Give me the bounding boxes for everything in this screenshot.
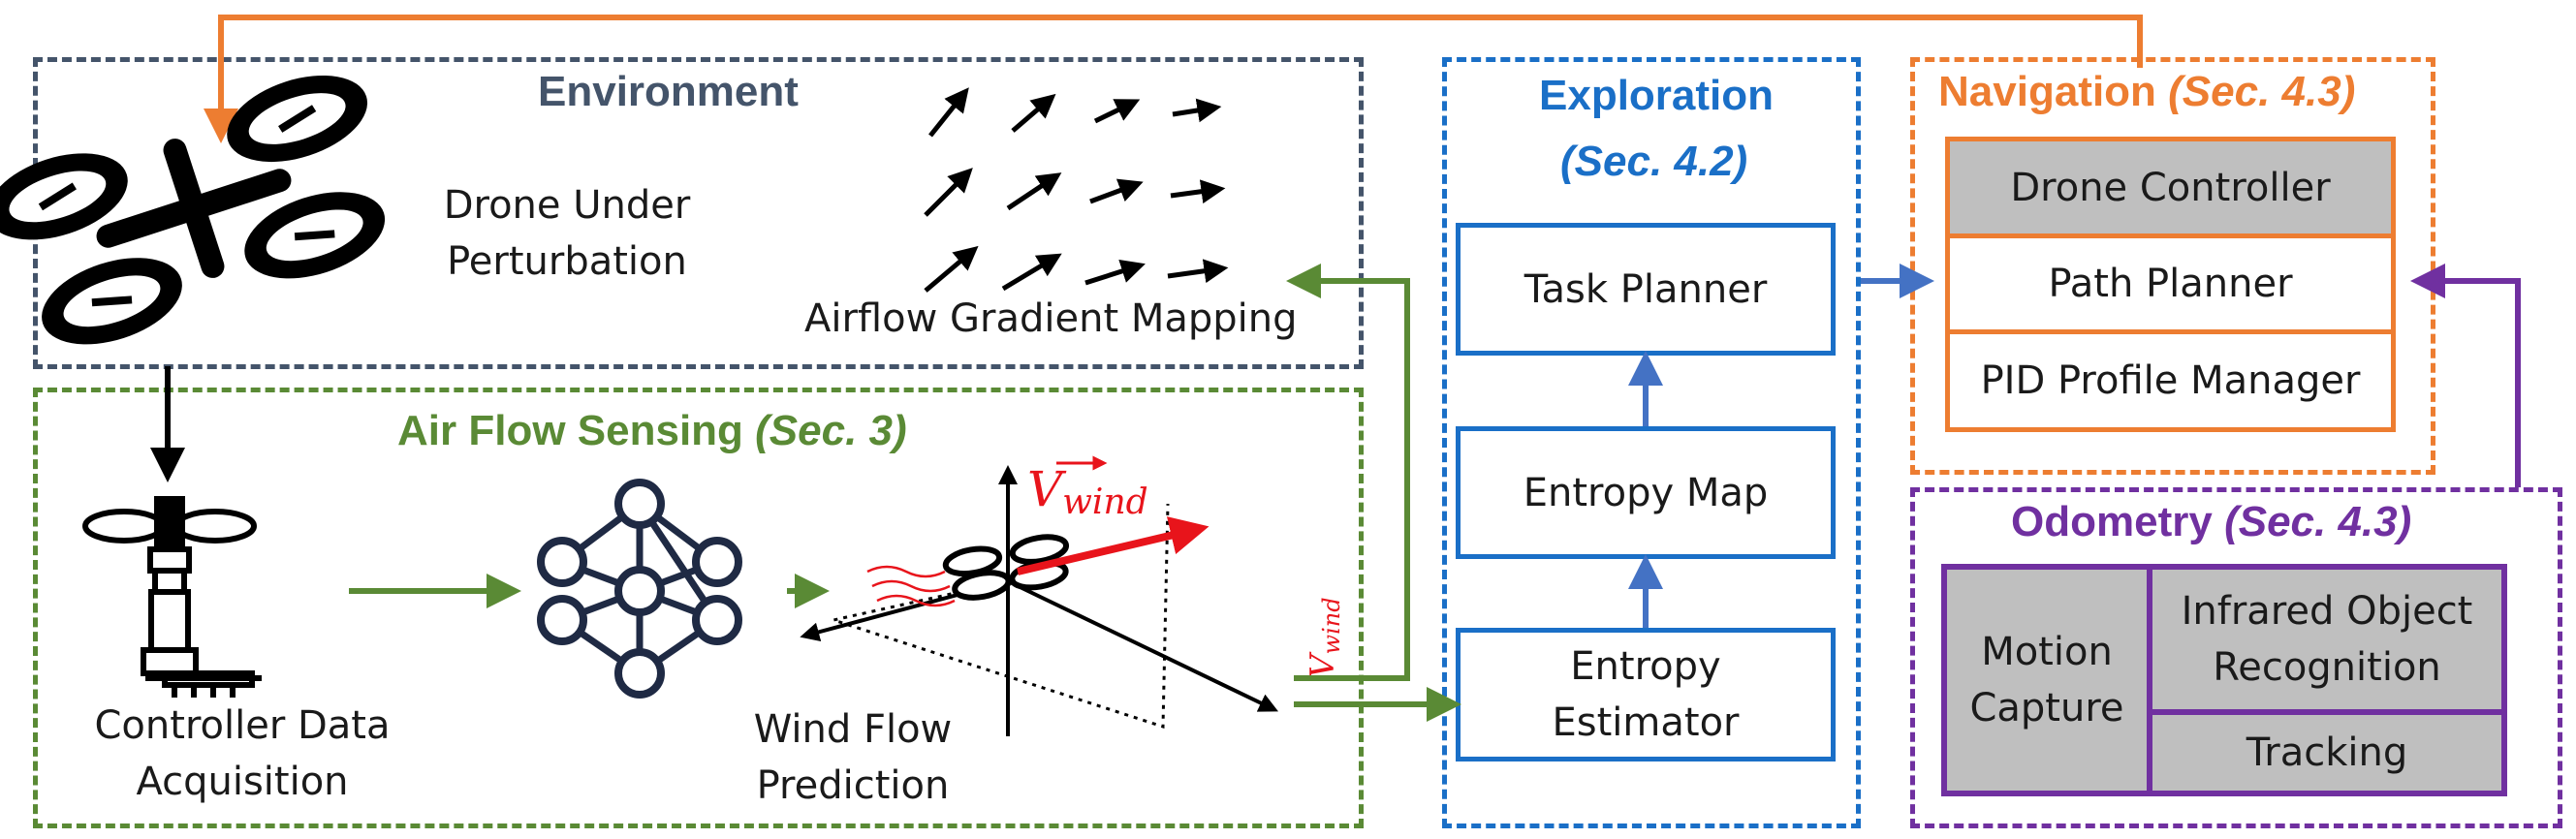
wind-flow-prediction-graphic [800,455,1279,736]
entropy-estimator-line2: Estimator [1552,700,1740,745]
infrared-line2: Recognition [2213,645,2441,690]
controller-label-line1: Controller Data [94,703,391,748]
small-drone-icon [942,534,1070,601]
drone-controller-label: Drone Controller [2010,165,2331,210]
tracking-box: Tracking [2147,709,2507,796]
neural-network-icon [537,479,742,699]
controller-data-acquisition-label: Controller Data Acquisition [68,698,417,810]
navigation-sec: (Sec. 4.3) [2168,68,2356,115]
airflow-sensing-sec: (Sec. 3) [755,407,907,454]
odometry-sec: (Sec. 4.3) [2224,498,2412,545]
task-planner-label: Task Planner [1524,266,1768,312]
airflow-gradient-arrows [924,87,1229,293]
navigation-title-text: Navigation [1938,68,2156,115]
pid-profile-manager-box: PID Profile Manager [1945,329,2396,432]
v-wind-symbol: V [1027,461,1063,517]
controller-label-line2: Acquisition [136,760,349,804]
exploration-title: Exploration [1539,72,1775,119]
entropy-map-box: Entropy Map [1456,426,1836,559]
environment-title: Environment [538,68,799,115]
odometry-title-text: Odometry [2011,498,2213,545]
entropy-estimator-line1: Entropy [1570,644,1721,689]
exploration-frame [1442,57,1861,828]
pid-profile-manager-label: PID Profile Manager [1980,358,2361,403]
exploration-sec: (Sec. 4.2) [1560,138,1748,185]
v-wind-label: Vwind [1027,461,1148,522]
wind-flow-prediction-label: Wind Flow Prediction [717,701,989,814]
airflow-sensing-title: Air Flow Sensing (Sec. 3) [397,407,907,455]
motion-capture-line2: Capture [1969,686,2124,730]
motor-controller-icon [82,496,262,698]
odometry-to-navigation-arrow [2410,264,2521,487]
motion-capture-line1: Motion [1981,630,2113,674]
wind-label-line1: Wind Flow [753,707,953,752]
navigation-title: Navigation (Sec. 4.3) [1938,68,2355,116]
wind-label-line2: Prediction [756,763,950,808]
entropy-estimator-box: Entropy Estimator [1456,628,1836,761]
infrared-line1: Infrared Object [2181,589,2473,634]
navigation-to-drone-arrow [204,15,2143,143]
v-wind-subscript: wind [1062,482,1148,522]
infrared-recognition-box: Infrared Object Recognition [2147,564,2507,715]
airflow-sensing-frame [33,388,1364,828]
drone-controller-box: Drone Controller [1945,137,2396,238]
wind-swirl-lines [866,565,956,607]
prediction-to-environment-arrow [1286,264,1410,681]
odometry-title: Odometry (Sec. 4.3) [2011,498,2411,546]
entropy-map-label: Entropy Map [1523,470,1769,515]
airflow-gradient-mapping-label: Airflow Gradient Mapping [804,296,1298,341]
drone-icon [0,75,386,345]
task-planner-box: Task Planner [1456,223,1836,356]
path-planner-label: Path Planner [2048,262,2293,306]
drone-under-perturbation-label: Drone Under Perturbation [393,177,741,290]
drone-label-line1: Drone Under [443,183,691,228]
airflow-sensing-title-text: Air Flow Sensing [397,407,743,454]
tracking-label: Tracking [2246,730,2408,775]
drone-label-line2: Perturbation [447,239,687,284]
odometry-frame [1910,487,2562,828]
